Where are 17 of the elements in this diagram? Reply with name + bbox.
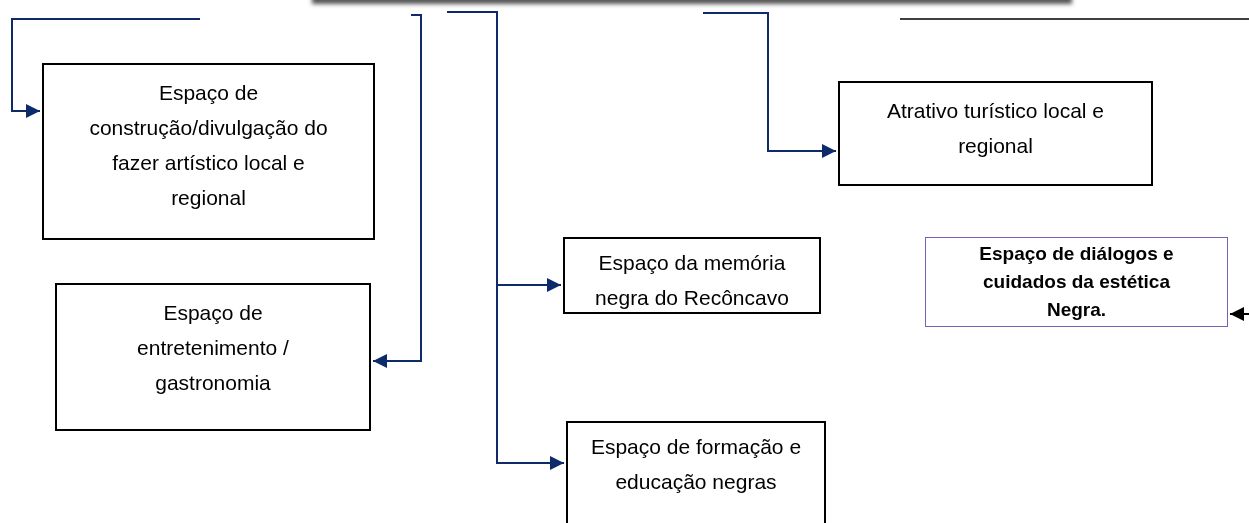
- connector-arrow: [446, 11, 565, 470]
- text-box: [563, 237, 821, 314]
- text-box: [925, 237, 1228, 327]
- box-label: Espaço de construção/divulgação do fazer artístico local e regional: [88, 80, 329, 211]
- box-label: Espaço de diálogos e cuidados da estética Negra.: [978, 242, 1175, 322]
- box-label: Espaço da memória negra do Recôncavo: [594, 250, 790, 311]
- text-box: [55, 283, 371, 431]
- connector-arrow: [11, 18, 201, 118]
- connector-arrow: [1229, 307, 1249, 321]
- text-box: [42, 63, 375, 240]
- box-label: Espaço de formação e educação negras: [589, 434, 803, 495]
- text-box: [838, 81, 1153, 186]
- box-label: Atrativo turístico local e regional: [885, 98, 1106, 159]
- box-label: Espaço de entretenimento / gastronomia: [136, 300, 290, 396]
- connector-arrow: [372, 14, 422, 368]
- text-box: [566, 421, 826, 523]
- connector-arrow: [702, 12, 837, 158]
